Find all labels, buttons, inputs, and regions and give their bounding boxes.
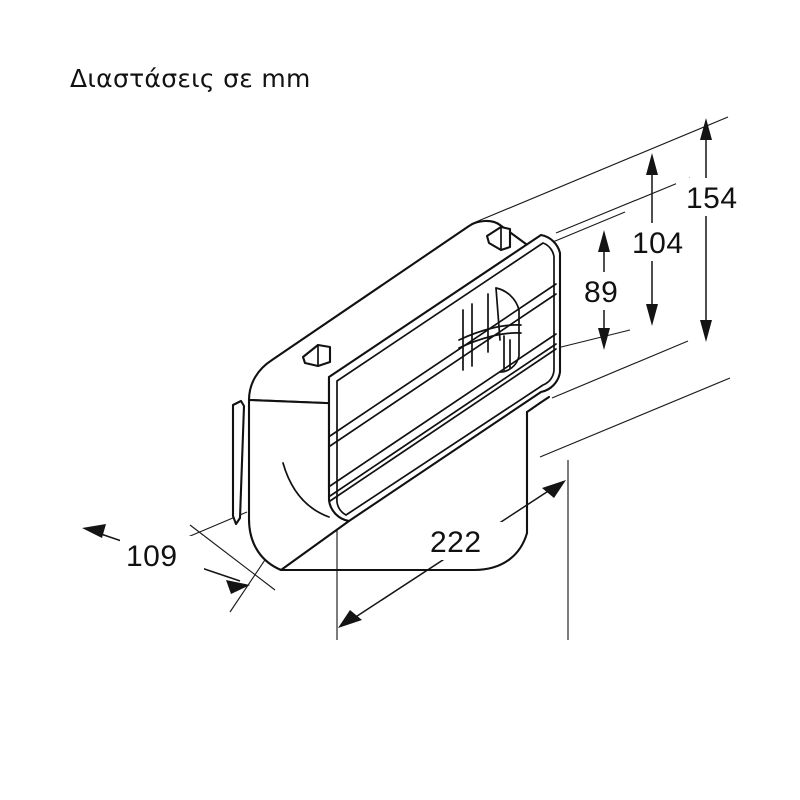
dim-109-arrow-left xyxy=(82,524,106,538)
vent-duct-object xyxy=(231,219,562,572)
dim-222-arrow-left xyxy=(338,610,362,628)
ext-line-body-bottom xyxy=(551,340,689,399)
body-inner-curve xyxy=(282,462,330,518)
dim-109-label: 109 xyxy=(126,540,178,573)
dim-89-arrow-bottom xyxy=(598,328,610,350)
dim-89-text-bg xyxy=(578,272,634,310)
flange-step xyxy=(525,401,542,414)
ext-line-flange-top xyxy=(555,177,691,234)
dim-89-label: 89 xyxy=(584,276,618,309)
dim-154-arrow-bottom xyxy=(700,320,712,342)
dim-104-label: 104 xyxy=(632,227,684,260)
dim-154-text-bg xyxy=(676,178,756,216)
louver-hinge-detail xyxy=(458,287,522,373)
dim-104-text-bg xyxy=(622,223,702,261)
drawing-caption: Διαστάσεις σε mm xyxy=(70,64,311,93)
dimension-222: 222 xyxy=(338,480,566,628)
dim-109-arrow-right xyxy=(226,580,250,594)
dim-222-label: 222 xyxy=(430,526,482,559)
ext-line-opening-bottom xyxy=(548,329,631,351)
ext-line-109-right xyxy=(189,524,276,591)
dim-104-arrow-bottom xyxy=(646,304,658,326)
hinge-bar-top xyxy=(458,324,522,341)
dimension-154: 154 xyxy=(676,118,756,342)
flange-inner-step xyxy=(538,395,551,405)
hinge-rod-right xyxy=(495,287,501,341)
ext-line-top xyxy=(470,116,729,225)
ext-line-overall-bottom xyxy=(539,377,731,458)
louver-slat-2-bottom xyxy=(329,343,557,497)
grille-frame-inner xyxy=(336,242,555,516)
dim-222-text-bg xyxy=(420,522,502,560)
dimension-89: 89 xyxy=(578,230,634,350)
dimension-104: 104 xyxy=(622,153,702,326)
louver-slat-3-edge xyxy=(329,348,557,502)
dimension-109: 109 xyxy=(82,524,250,594)
grille-frame-outer xyxy=(327,233,562,523)
dim-89-arrow-top xyxy=(598,230,610,252)
hinge-bar-bottom xyxy=(458,332,522,349)
side-slot xyxy=(231,399,246,526)
dim-154-label: 154 xyxy=(686,182,738,215)
duct-bottom-edge xyxy=(279,531,529,572)
dim-222-arrow-right xyxy=(542,480,566,498)
dim-104-arrow-top xyxy=(646,153,658,175)
dim-154-arrow-top xyxy=(700,118,712,140)
dim-109-text-bg xyxy=(120,536,204,574)
